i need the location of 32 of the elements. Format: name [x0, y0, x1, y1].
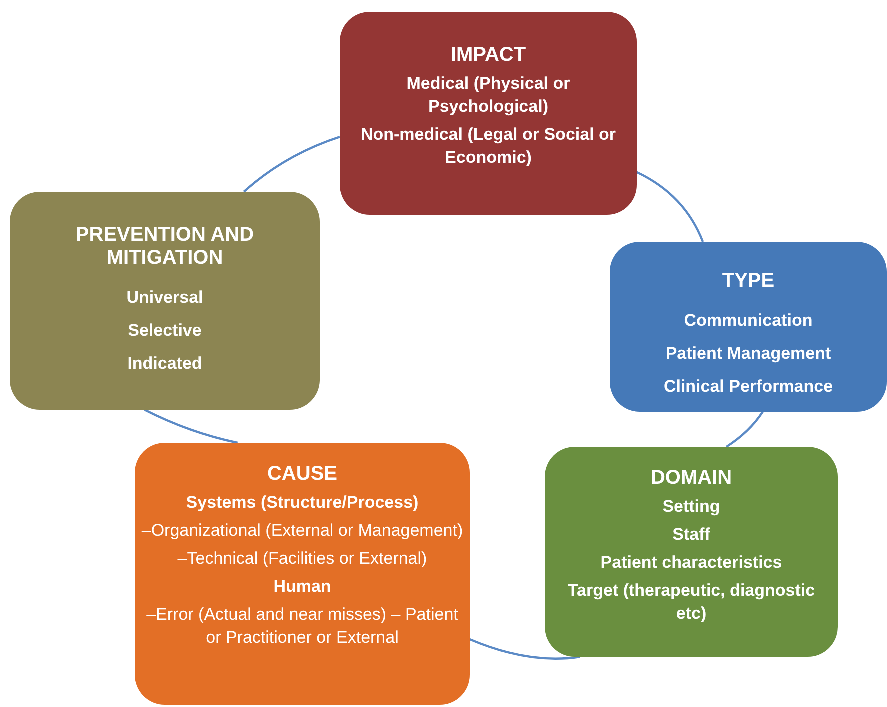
- category-heading: TYPE: [722, 270, 775, 293]
- list-item: Systems (Structure/Process): [186, 492, 419, 514]
- connector-line: [243, 136, 340, 193]
- list-item: Target (therapeutic, diagnostic etc): [566, 580, 816, 625]
- list-item: Setting: [662, 496, 720, 518]
- list-item: Communication: [684, 310, 813, 332]
- category-heading: CAUSE: [267, 463, 338, 486]
- connector-line: [726, 411, 764, 448]
- category-heading: DOMAIN: [650, 467, 732, 490]
- connector-line: [144, 409, 238, 444]
- connector-line: [636, 171, 704, 242]
- list-item: Human: [274, 576, 332, 598]
- list-item: Non-medical (Legal or Social or Economic): [360, 124, 618, 169]
- category-heading: IMPACT: [450, 44, 526, 67]
- category-box: [610, 242, 887, 412]
- connector-line: [470, 638, 580, 660]
- list-item: Clinical Performance: [664, 376, 834, 398]
- list-item: –Error (Actual and near misses) – Patient or Practitioner or External: [146, 604, 460, 649]
- category-box: [135, 443, 470, 705]
- category-box: [340, 12, 637, 215]
- category-box: [545, 447, 838, 657]
- list-item: Staff: [672, 524, 710, 546]
- list-item: –Organizational (External or Management): [142, 520, 464, 542]
- list-item: Selective: [128, 320, 202, 342]
- list-item: Patient Management: [666, 343, 832, 365]
- list-item: Medical (Physical or Psychological): [406, 73, 572, 118]
- list-item: Patient characteristics: [600, 552, 782, 574]
- list-item: Universal: [126, 287, 204, 309]
- category-heading: PREVENTION AND MITIGATION: [74, 224, 256, 270]
- list-item: –Technical (Facilities or External): [178, 548, 428, 570]
- list-item: Indicated: [128, 353, 202, 375]
- category-box: [10, 192, 320, 410]
